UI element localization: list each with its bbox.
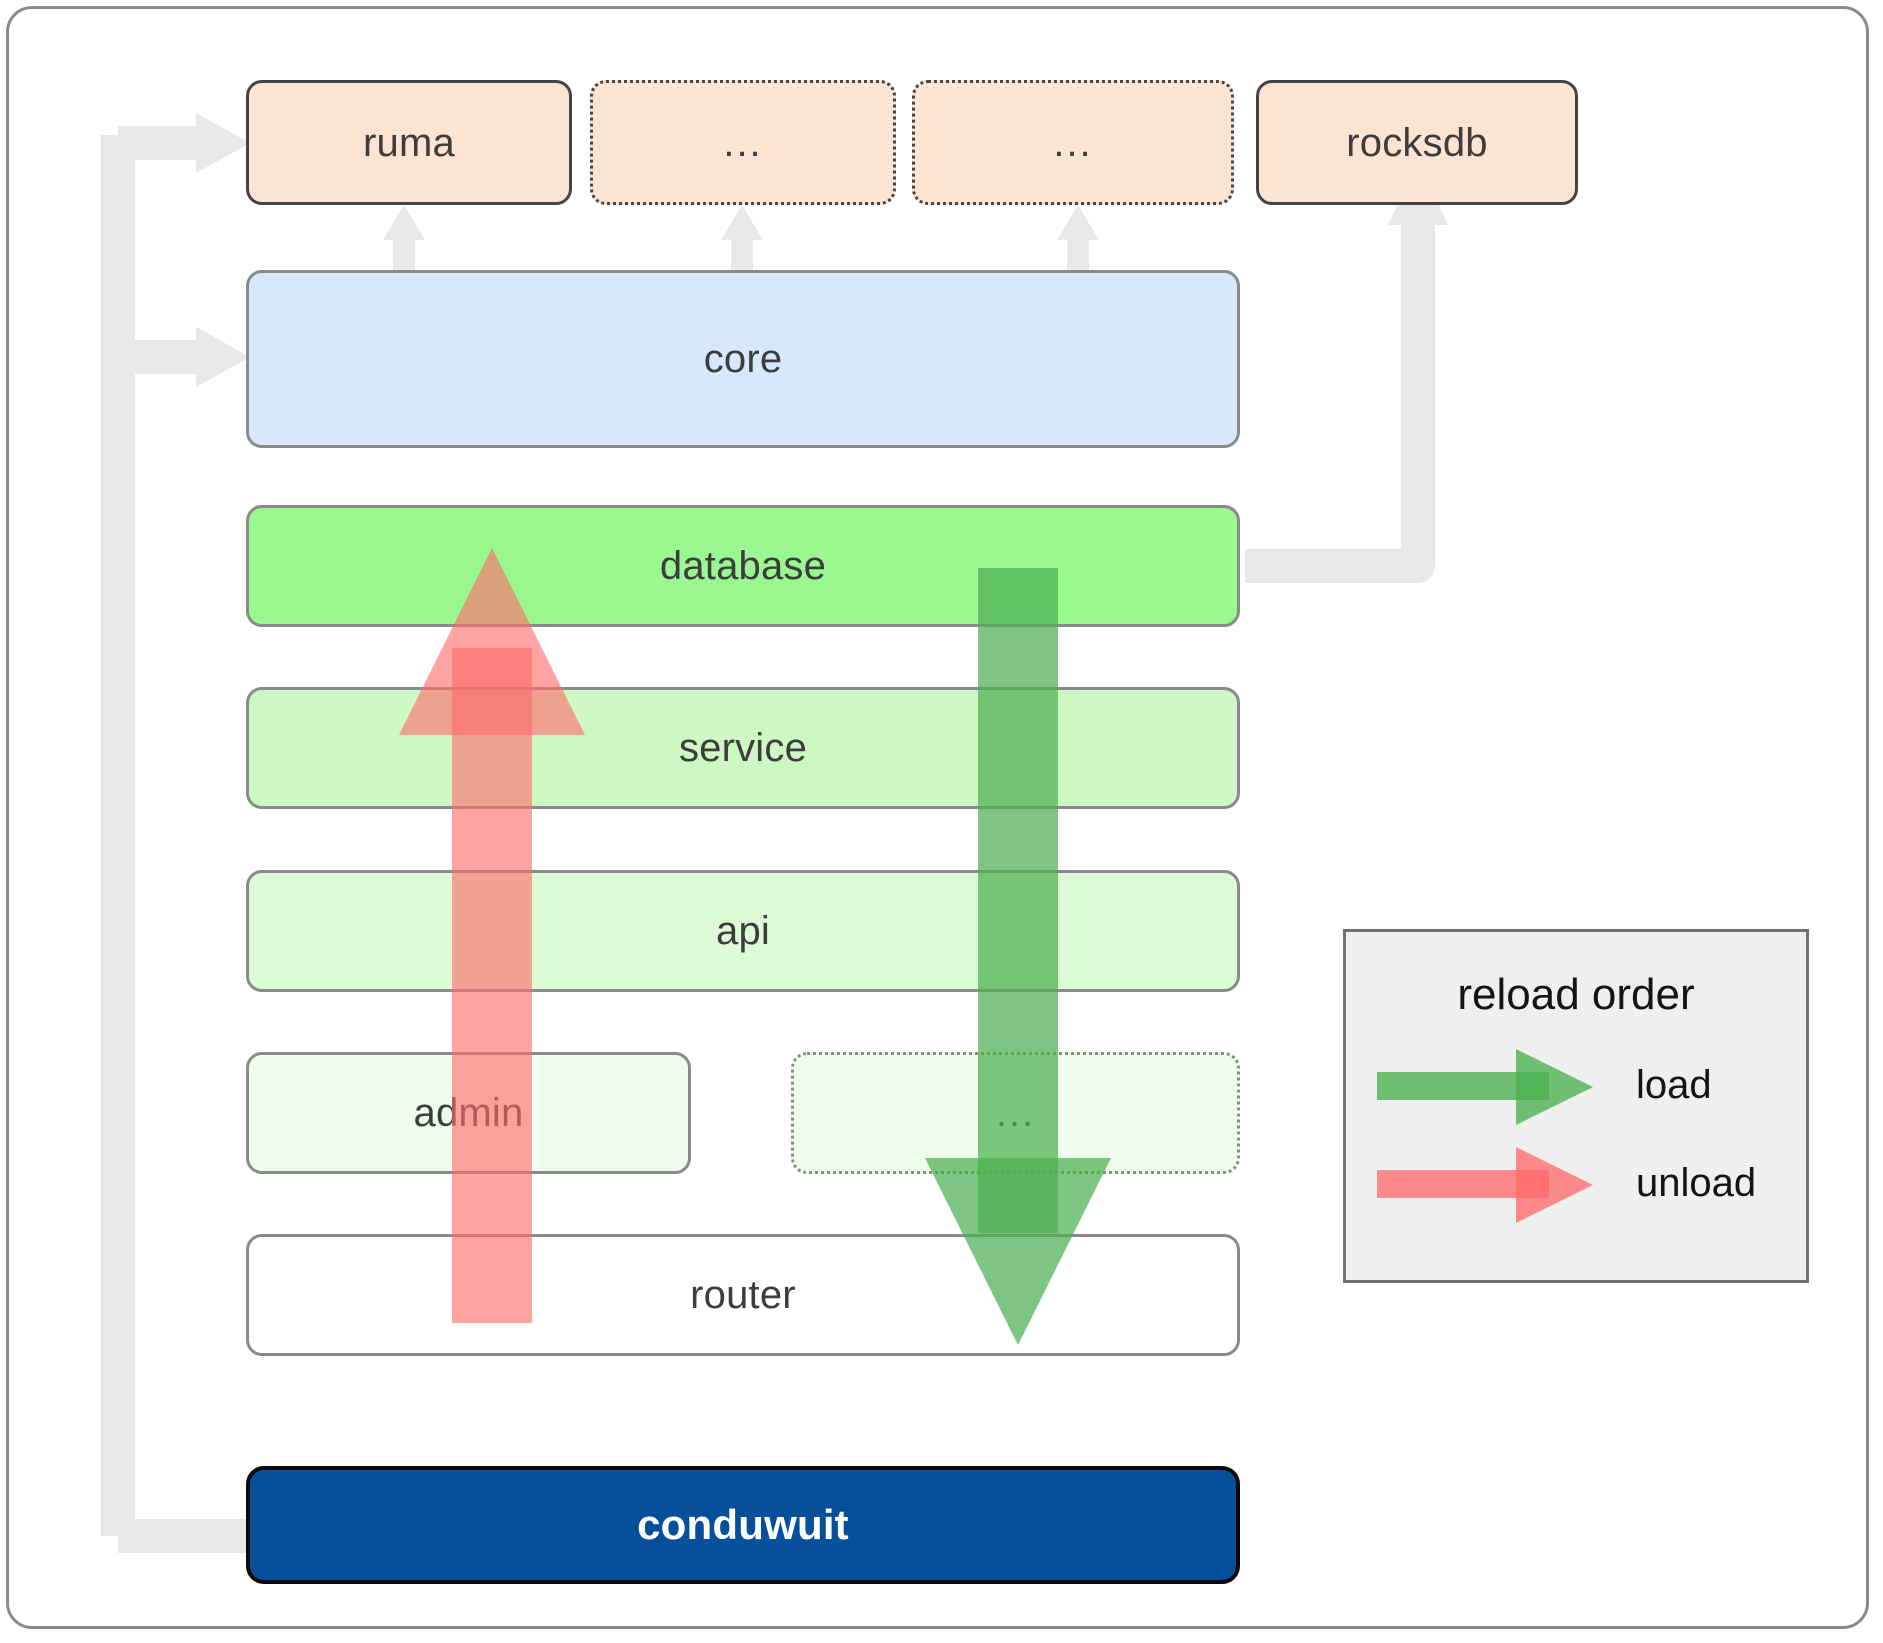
node-stack-placeholder-label: ... — [995, 1091, 1036, 1135]
node-dependency-placeholder-1[interactable]: ... — [590, 80, 896, 205]
node-rocksdb[interactable]: rocksdb — [1256, 80, 1578, 205]
node-ruma-label: ruma — [363, 120, 455, 165]
legend-title: reload order — [1457, 970, 1695, 1019]
node-stack-placeholder[interactable]: ... — [791, 1052, 1240, 1174]
node-admin[interactable]: admin — [246, 1052, 691, 1174]
node-api[interactable]: api — [246, 870, 1240, 992]
legend-arrows — [1377, 1049, 1593, 1223]
node-ruma[interactable]: ruma — [246, 80, 572, 205]
node-database[interactable]: database — [246, 505, 1240, 627]
node-api-label: api — [716, 909, 770, 953]
node-service-label: service — [678, 726, 808, 770]
legend-load-label: load — [1636, 1063, 1712, 1107]
node-database-label: database — [659, 544, 827, 588]
node-router-label: router — [690, 1273, 796, 1317]
node-dependency-placeholder-1-label: ... — [723, 120, 763, 165]
node-dependency-placeholder-2[interactable]: ... — [912, 80, 1234, 205]
node-rocksdb-label: rocksdb — [1346, 120, 1488, 165]
node-router[interactable]: router — [246, 1234, 1240, 1356]
node-conduwuit[interactable]: conduwuit — [246, 1466, 1240, 1584]
node-core[interactable]: core — [246, 270, 1240, 448]
legend-panel: reload order load unload — [1343, 929, 1809, 1283]
node-dependency-placeholder-2-label: ... — [1053, 120, 1093, 165]
node-service[interactable]: service — [246, 687, 1240, 809]
node-conduwuit-label: conduwuit — [637, 1501, 849, 1548]
diagram-frame — [6, 6, 1869, 1629]
legend-unload-label: unload — [1636, 1161, 1757, 1205]
node-admin-label: admin — [413, 1091, 524, 1135]
node-core-label: core — [703, 337, 783, 381]
legend-load-arrow-icon — [1377, 1049, 1593, 1125]
legend-unload-arrow-icon — [1377, 1147, 1593, 1223]
